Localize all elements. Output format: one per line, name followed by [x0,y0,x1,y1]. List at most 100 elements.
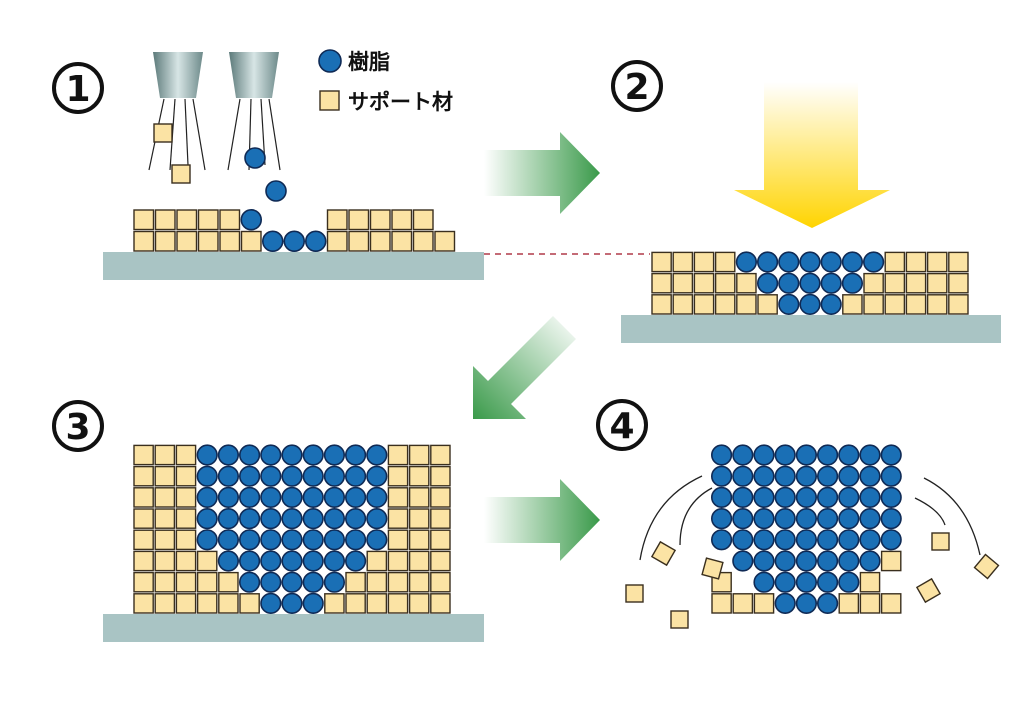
resin-particle [281,507,303,530]
resin-particle [859,507,881,530]
resin-particle [302,444,324,466]
support-particle [175,444,197,466]
resin-particle [302,529,324,551]
step-3-badge: 3 [52,400,104,452]
resin-particle [778,251,800,273]
resin-particle [795,486,818,509]
support-particle [391,230,413,252]
resin-particle [859,486,881,509]
resin-particle [302,465,324,487]
support-particle [154,529,176,551]
support-particle [154,444,176,466]
support-particle [133,487,154,508]
scattered-support-particle [915,577,942,604]
support-particle [387,487,409,508]
support-particle [408,571,430,593]
support-particle [196,593,218,614]
resin-particle [816,507,839,530]
resin-particle [859,529,881,551]
support-particle [240,230,262,252]
support-particle [905,294,927,315]
resin-particle [345,507,367,530]
resin-particle [816,550,839,572]
support-particle [732,593,754,614]
step-4-badge: 4 [596,399,648,451]
support-particle [884,294,906,315]
support-particle [366,571,388,593]
print-nozzle-icon [153,52,203,98]
legend-support-label: サポート材 [348,90,453,114]
support-particle [672,294,694,315]
scattered-support-particle [701,557,724,580]
resin-particle [841,272,864,294]
support-particle [175,508,197,529]
resin-particle [302,550,324,572]
resin-particle [799,272,821,294]
resin-particle [862,251,885,273]
resin-particle [820,293,842,316]
support-particle [884,272,906,294]
resin-particle [345,465,367,487]
support-particle [838,593,860,614]
support-particle [387,571,409,593]
support-particle [948,294,969,315]
resin-particle [795,529,818,551]
resin-particle [323,507,346,530]
support-particle [430,487,451,508]
resin-particle [239,507,261,530]
resin-particle [302,507,324,530]
circled-number-icon [52,62,104,114]
resin-particle [281,550,303,572]
resin-particle [260,444,282,466]
resin-particle [816,444,839,466]
support-particle [408,508,430,529]
support-particle [239,593,260,614]
support-particle [430,571,451,593]
step-3-label: 3 [65,407,90,448]
layered-build-particles [133,209,1000,629]
resin-particle [710,507,733,530]
resin-particle [217,507,239,530]
resin-particle [795,465,818,487]
resin-particle [859,550,881,572]
resin-particle [795,550,818,572]
resin-particle [816,592,839,615]
resin-particle [816,465,839,487]
support-particle [154,593,176,614]
support-particle [369,230,391,252]
resin-particle [838,465,860,487]
resin-particle [323,486,346,509]
resin-particle [304,230,327,253]
resin-particle [838,507,860,530]
support-particle [948,272,969,294]
resin-particle [323,550,346,572]
resin-particle [880,444,902,466]
support-removal-trajectories [639,475,981,561]
resin-particle [261,230,284,253]
resin-particle [732,507,754,530]
resin-particle [366,507,388,530]
support-particle [926,272,948,294]
support-particle [176,230,198,252]
resin-particle [756,272,779,294]
falling-resin-drop [265,180,287,202]
resin-particle [820,272,842,294]
falling-resin-drop [244,147,266,169]
support-particle [218,593,239,614]
support-particle [175,571,197,593]
support-particle [133,529,154,551]
support-particle [387,508,409,529]
scattered-support-particle [670,610,689,629]
resin-particle [753,507,775,530]
resin-particle [260,465,282,487]
support-particle [196,550,218,572]
support-particle [672,251,694,273]
process-arrow-3-to-4 [484,479,600,561]
support-particle [175,550,197,572]
support-particle [133,444,154,466]
support-particle [884,251,906,273]
support-particle [905,251,927,273]
resin-particle [217,465,239,487]
process-arrow-1-to-2 [484,132,600,214]
